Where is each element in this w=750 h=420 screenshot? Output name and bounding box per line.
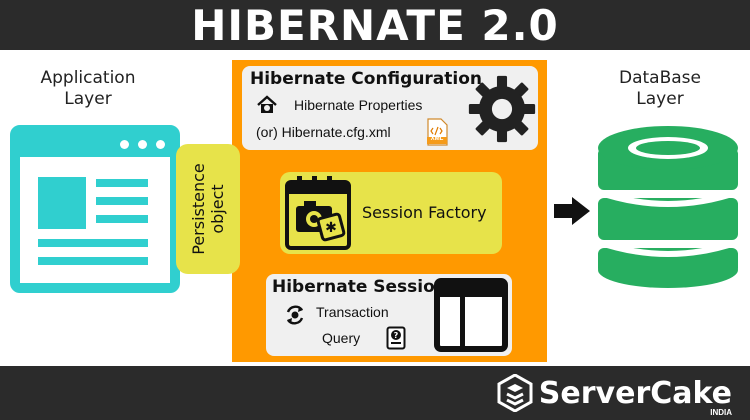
transaction-icon bbox=[286, 305, 304, 325]
database-layer-label: DataBase Layer bbox=[590, 68, 730, 110]
persistence-line2: object bbox=[208, 184, 228, 234]
arrow-right-icon bbox=[554, 197, 590, 225]
brand-sub: INDIA bbox=[710, 408, 732, 417]
query-document-icon: ? bbox=[386, 326, 406, 350]
session-factory-label: Session Factory bbox=[362, 203, 487, 222]
window-text-line bbox=[96, 215, 148, 223]
xml-file-icon: XML bbox=[426, 118, 448, 146]
window-text-line bbox=[38, 239, 148, 247]
window-dot bbox=[138, 140, 147, 149]
application-label-line2: Layer bbox=[64, 89, 112, 109]
query-label: Query bbox=[322, 330, 361, 346]
application-window-icon bbox=[10, 125, 180, 293]
gear-icon bbox=[468, 75, 536, 143]
window-image-block bbox=[38, 177, 86, 229]
home-settings-icon bbox=[257, 95, 277, 113]
window-text-line bbox=[38, 257, 148, 265]
servercake-logo-icon bbox=[497, 374, 533, 412]
window-text-line bbox=[96, 179, 148, 187]
database-label-line1: DataBase bbox=[619, 68, 701, 88]
persistence-line1: Persistence bbox=[189, 163, 209, 255]
calendar-camera-icon: ✱ bbox=[285, 176, 351, 250]
hibernate-cfg-xml-text: (or) Hibernate.cfg.xml bbox=[256, 124, 391, 140]
database-icon bbox=[597, 126, 739, 288]
configuration-box: Hibernate Configuration Hibernate Proper… bbox=[242, 66, 538, 150]
configuration-title: Hibernate Configuration bbox=[250, 69, 483, 89]
hibernate-properties-text: Hibernate Properties bbox=[294, 97, 423, 113]
database-label-line2: Layer bbox=[636, 89, 684, 109]
session-title: Hibernate Session bbox=[272, 277, 447, 297]
transaction-label: Transaction bbox=[316, 304, 389, 320]
xml-badge-label: XML bbox=[430, 136, 444, 142]
window-dot bbox=[156, 140, 165, 149]
hibernate-session-box: Hibernate Session Transaction Query ? bbox=[266, 274, 512, 356]
page-title: HIBERNATE 2.0 bbox=[191, 0, 559, 50]
title-bar: HIBERNATE 2.0 bbox=[0, 0, 750, 50]
svg-text:✱: ✱ bbox=[325, 220, 337, 236]
persistence-object: Persistence object bbox=[176, 144, 240, 274]
footer-bar: ServerCake INDIA bbox=[0, 366, 750, 420]
window-dot bbox=[120, 140, 129, 149]
application-label-line1: Application bbox=[40, 68, 136, 88]
window-text-line bbox=[96, 197, 148, 205]
brand-name: ServerCake bbox=[538, 375, 732, 411]
layout-grid-icon bbox=[434, 278, 508, 352]
application-layer-label: Application Layer bbox=[18, 68, 158, 110]
session-factory-box: ✱ Session Factory bbox=[280, 172, 502, 254]
brand-logo[interactable]: ServerCake INDIA bbox=[497, 374, 732, 417]
svg-text:?: ? bbox=[394, 331, 399, 340]
window-header bbox=[20, 135, 170, 157]
